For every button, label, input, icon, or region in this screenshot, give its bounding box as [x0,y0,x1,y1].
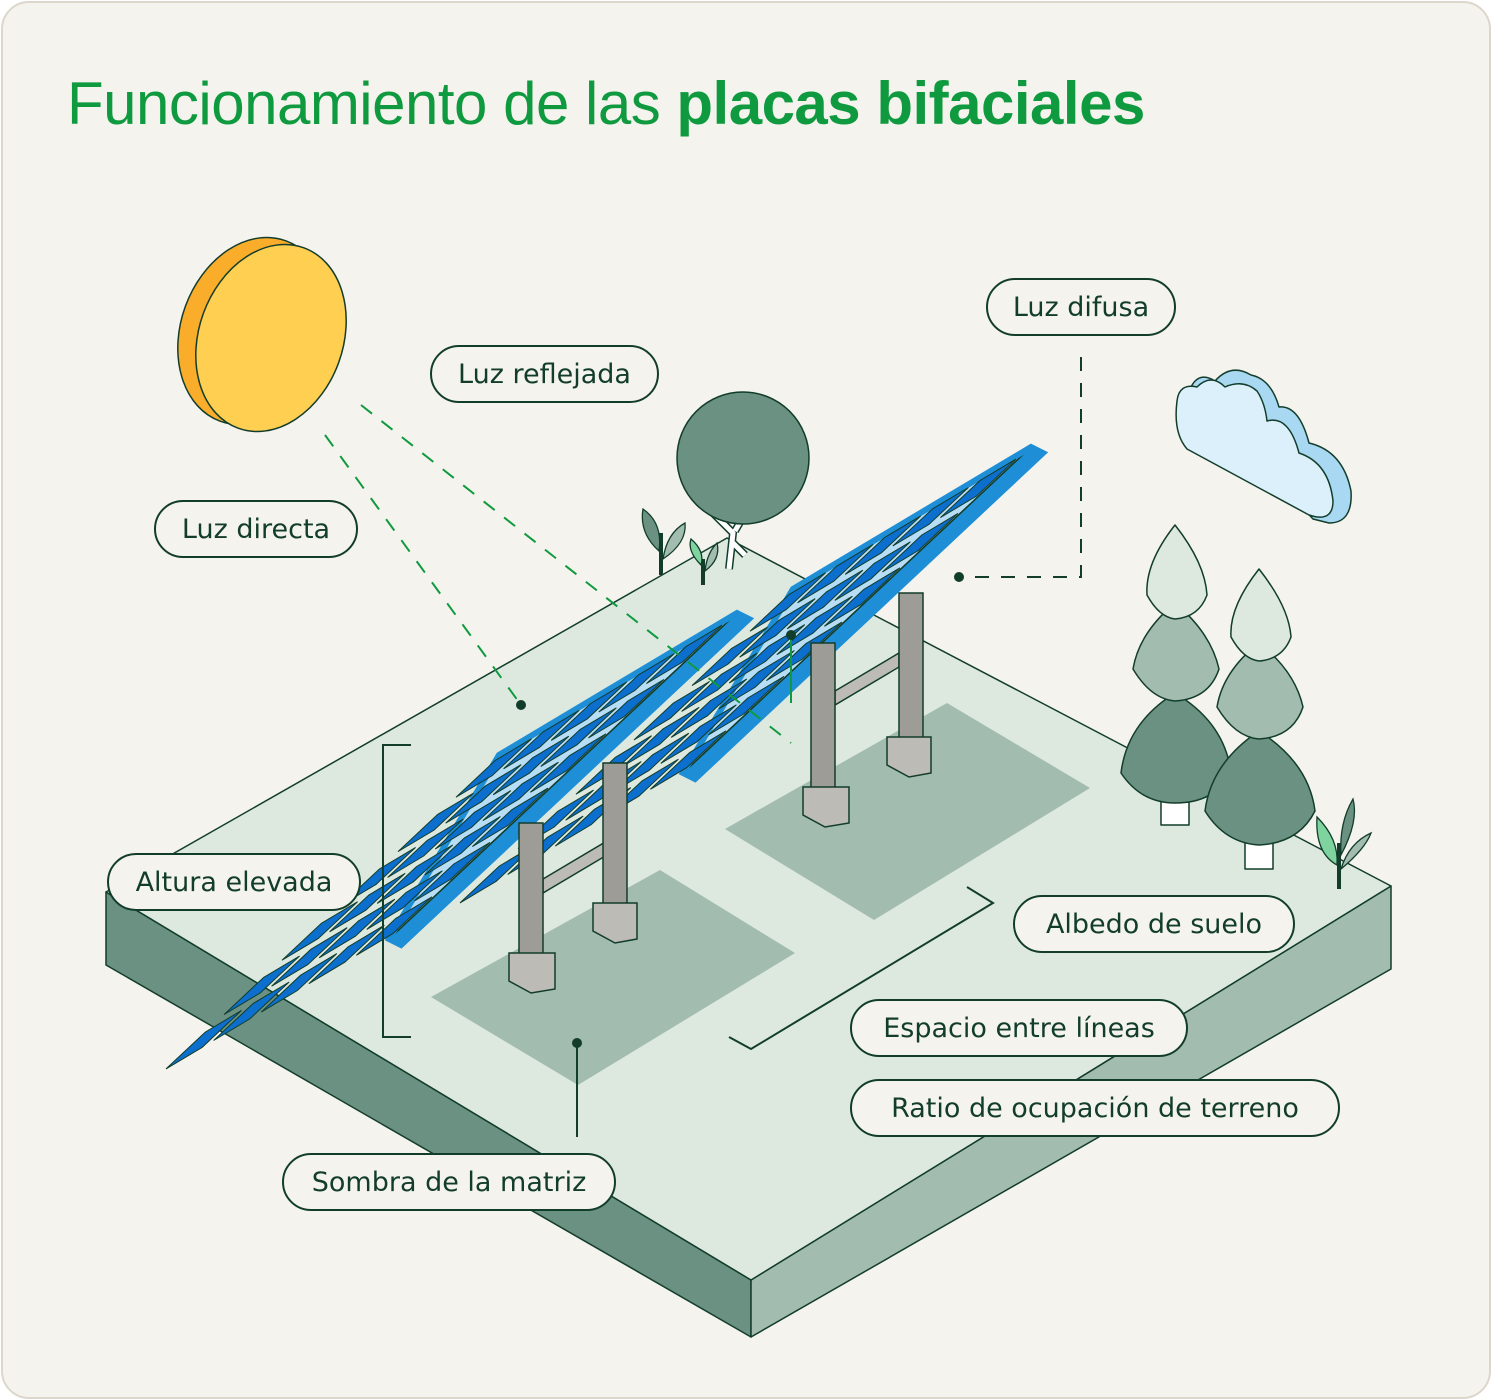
solar-cell [739,598,816,658]
plant-icon [641,507,1373,889]
leader-lines [324,357,1082,1137]
solar-cell [588,678,665,739]
row-spacing-bracket [728,886,995,1051]
solar-cell [271,927,348,987]
ground-top [105,537,1392,1281]
panel-support-front [508,762,638,994]
solar-cell [670,678,748,738]
solar-cell [776,595,853,656]
cloud-icon [1175,369,1352,524]
bifacial-scene-illustration [105,236,1392,1338]
label-luz-difusa: Luz difusa [986,278,1176,336]
solar-cell [387,818,464,878]
solar-cell [646,624,723,685]
label-luz-reflejada: Luz reflejada [430,345,659,403]
reflected-light-line [360,404,792,744]
solar-cell [940,458,1017,519]
solar-cell [482,761,559,822]
solar-cell [376,844,454,904]
solar-cell [892,487,969,547]
solar-cell [797,543,874,604]
solar-cell [213,981,290,1041]
solar-cell [472,787,549,848]
round-tree-icon [676,391,810,570]
solar-cell [766,621,843,682]
solar-cell [633,680,710,741]
title-bold: placas bifaciales [676,70,1145,137]
solar-cell [623,706,700,767]
solar-cell [882,512,959,573]
solar-cell [424,816,501,876]
solar-cell [492,735,570,796]
solar-cell [786,569,864,630]
solar-cell [691,626,768,687]
label-ratio-ocupacion: Ratio de ocupación de terreno [850,1079,1340,1137]
height-bracket [382,744,411,1038]
solar-cell [366,870,443,930]
array-shadow-back [725,703,1090,920]
label-espacio-lineas: Espacio entre líneas [850,999,1188,1057]
solar-cell [824,567,901,627]
solar-cell [550,681,628,741]
solar-cell [356,896,433,956]
solar-cell [650,730,727,790]
page-title: Funcionamiento de las placas bifaciales [67,69,1145,138]
title-regular: Funcionamiento de las [67,70,677,137]
array-shadow-front [431,870,795,1085]
pine-tree-icon [1204,568,1316,870]
solar-cell [223,955,300,1016]
solar-cell [708,675,785,736]
marker-dots [516,572,964,1048]
label-sombra-matriz: Sombra de la matriz [282,1153,616,1211]
solar-cell [540,707,617,767]
solar-cell [598,653,675,713]
solar-cell [834,541,911,601]
solar-cell [530,733,607,793]
solar-cell [165,1009,242,1070]
solar-cell [308,924,385,985]
direct-light-line [324,434,522,706]
solar-cell [329,872,406,933]
label-albedo-suelo: Albedo de suelo [1013,895,1295,953]
solar-cell [455,738,532,798]
solar-cell [681,652,758,712]
ground-block [105,537,1392,1338]
solar-panel-front [165,609,755,1070]
solar-cell [749,572,826,632]
solar-cell [260,953,338,1013]
label-luz-directa: Luz directa [154,500,358,558]
solar-cell [397,792,474,853]
panel-support-back [802,592,932,828]
pine-tree-icon [1120,524,1232,826]
solar-cell [445,764,522,824]
solar-cell [434,790,512,850]
solar-cell [503,709,580,770]
solar-cell [660,704,737,764]
diffuse-light-line [961,357,1082,578]
solar-cell [414,841,491,902]
solar-panel-back [459,443,1049,904]
sun-icon [177,236,347,433]
solar-cell [844,515,922,575]
label-altura-elevada: Altura elevada [107,853,361,911]
solar-cell [281,901,358,961]
